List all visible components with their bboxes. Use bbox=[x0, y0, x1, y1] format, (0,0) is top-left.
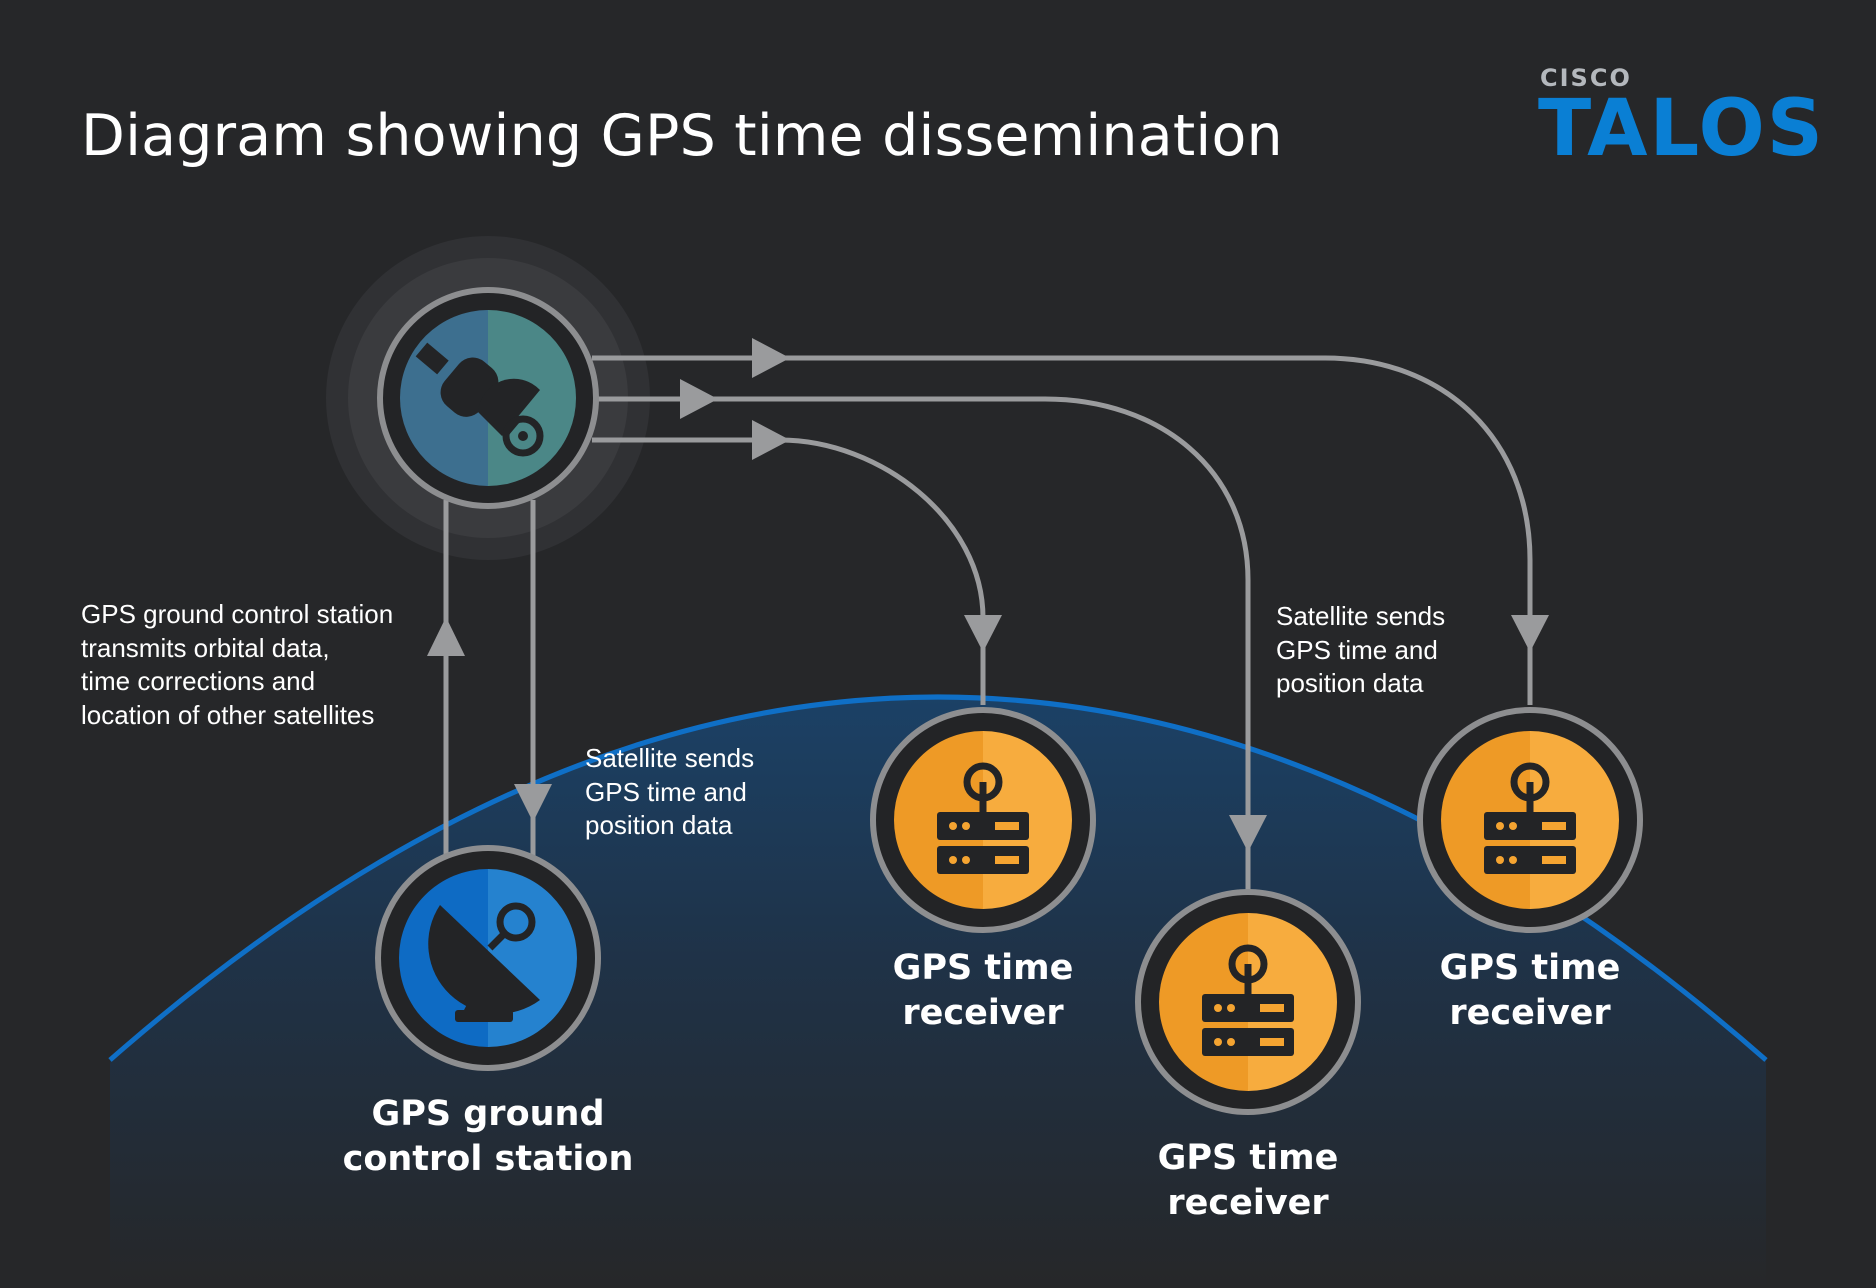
downlink-annotation-left: Satellite sends GPS time and position da… bbox=[585, 742, 754, 843]
downlink-annotation-right: Satellite sends GPS time and position da… bbox=[1276, 600, 1445, 701]
ground-station-label: GPS ground control station bbox=[338, 1092, 638, 1182]
arrowhead-receiver-1 bbox=[964, 615, 1002, 652]
downlink-annotation-line: Satellite sends bbox=[585, 743, 755, 773]
receiver-server-icon bbox=[1202, 944, 1294, 1056]
arrowhead-out-1 bbox=[752, 338, 790, 378]
logo-brand-small: CISCO bbox=[1540, 64, 1632, 92]
receiver-label-line: receiver bbox=[902, 993, 1064, 1033]
page-title: Diagram showing GPS time dissemination bbox=[81, 103, 1283, 169]
link-to-receiver-2 bbox=[592, 396, 1251, 890]
downlink-annotation-line: position data bbox=[585, 810, 733, 840]
ground-station-node bbox=[375, 845, 601, 1071]
receiver-node-1 bbox=[870, 707, 1096, 933]
uplink-annotation-line: location of other satellites bbox=[81, 699, 375, 730]
uplink-annotation-line: GPS ground control station bbox=[81, 599, 394, 629]
downlink-arrowhead-ground bbox=[514, 784, 552, 822]
arrowhead-receiver-3 bbox=[1511, 615, 1549, 652]
logo-brand-big: TALOS bbox=[1538, 84, 1825, 174]
receiver-2-label: GPS time receiver bbox=[1123, 1136, 1373, 1226]
arrowhead-out-3 bbox=[752, 420, 790, 460]
receiver-server-icon bbox=[1484, 762, 1576, 874]
uplink-annotation-line: time corrections and bbox=[81, 666, 316, 696]
downlink-annotation-line: GPS time and bbox=[1276, 634, 1438, 665]
earth-body bbox=[110, 697, 1766, 1288]
uplink-annotation: GPS ground control station transmits orb… bbox=[81, 598, 393, 732]
cisco-talos-logo: CISCO TALOS bbox=[1538, 64, 1823, 174]
uplink-arrowhead bbox=[427, 617, 465, 656]
receiver-label-line: receiver bbox=[1449, 993, 1611, 1033]
uplink-annotation-line: transmits orbital data, bbox=[81, 632, 330, 663]
receiver-label-line: GPS time bbox=[1439, 948, 1621, 988]
downlink-annotation-line: position data bbox=[1276, 668, 1424, 698]
receiver-node-2 bbox=[1135, 889, 1361, 1115]
receiver-1-label: GPS time receiver bbox=[858, 946, 1108, 1036]
receiver-label-line: GPS time bbox=[892, 948, 1074, 988]
receiver-label-line: receiver bbox=[1167, 1183, 1329, 1223]
ground-station-label-line: GPS ground bbox=[371, 1094, 605, 1134]
arrowhead-out-2 bbox=[680, 379, 718, 419]
receiver-label-line: GPS time bbox=[1157, 1138, 1339, 1178]
downlink-annotation-line: Satellite sends bbox=[1276, 601, 1446, 631]
link-to-receiver-3 bbox=[592, 355, 1533, 705]
receiver-node-3 bbox=[1417, 707, 1643, 933]
ground-station-label-line: control station bbox=[342, 1139, 634, 1179]
arrowhead-receiver-2 bbox=[1229, 815, 1267, 852]
satellite-dish-icon bbox=[428, 902, 540, 1022]
downlink-annotation-line: GPS time and bbox=[585, 776, 747, 807]
receiver-3-label: GPS time receiver bbox=[1405, 946, 1655, 1036]
satellite-icon bbox=[415, 342, 544, 457]
link-to-receiver-1 bbox=[592, 437, 986, 705]
receiver-server-icon bbox=[937, 762, 1029, 874]
satellite-node bbox=[377, 287, 599, 509]
